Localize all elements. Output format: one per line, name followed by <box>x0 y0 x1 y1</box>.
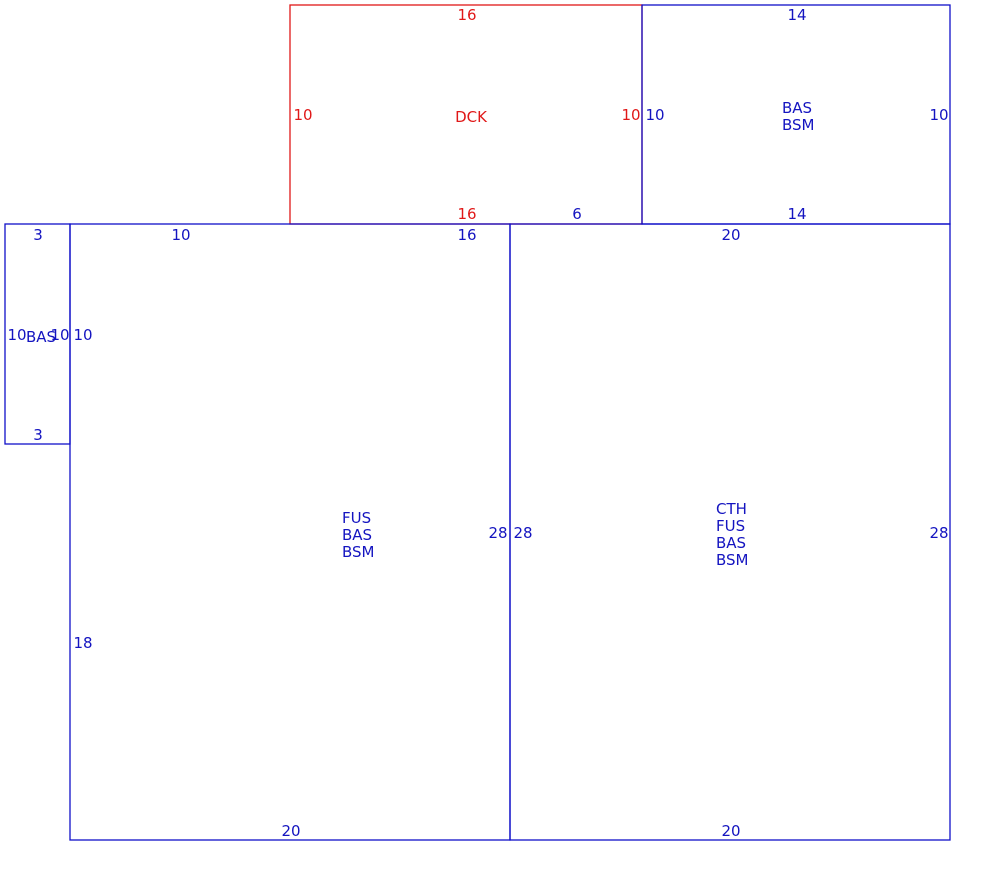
right-block-code-3: BAS <box>716 534 746 552</box>
right-block-right-dimension: 28 <box>929 524 948 542</box>
left-block-top-left-dimension: 10 <box>171 226 190 244</box>
upper-right-top-dimension: 14 <box>787 6 806 24</box>
upper-right-right-dimension: 10 <box>929 106 948 124</box>
left-block-right-dimension: 28 <box>488 524 507 542</box>
upper-right-bottom-dimension: 14 <box>787 205 806 223</box>
left-block-top-right-dimension: 16 <box>457 226 476 244</box>
right-block-code-4: BSM <box>716 551 749 569</box>
right-block-code-2: FUS <box>716 517 745 535</box>
left-block-code-3: BSM <box>342 543 375 561</box>
left-block-code-2: BAS <box>342 526 372 544</box>
small-left-bottom-dimension: 3 <box>33 426 43 444</box>
left-block-bottom-dimension: 20 <box>281 822 300 840</box>
dck-label: DCK <box>455 108 488 126</box>
dck-left-dimension: 10 <box>293 106 312 124</box>
left-block-outline <box>69 223 511 841</box>
small-left-left-dimension: 10 <box>7 326 26 344</box>
dck-right-dimension: 10 <box>621 106 640 124</box>
right-block-outline <box>509 223 951 841</box>
right-block-code-1: CTH <box>716 500 747 518</box>
upper-right-code-1: BAS <box>782 99 812 117</box>
left-block-left-upper-dimension: 10 <box>73 326 92 344</box>
left-block-left-lower-dimension: 18 <box>73 634 92 652</box>
left-block-code-1: FUS <box>342 509 371 527</box>
upper-right-left-dimension: 10 <box>645 106 664 124</box>
dck-top-dimension: 16 <box>457 6 476 24</box>
right-block-bottom-dimension: 20 <box>721 822 740 840</box>
upper-right-code-2: BSM <box>782 116 815 134</box>
small-left-right-dimension: 10 <box>50 326 69 344</box>
right-block-left-dimension: 28 <box>513 524 532 542</box>
small-left-top-dimension: 3 <box>33 226 43 244</box>
left-block-gap-dimension: 6 <box>572 205 582 223</box>
dck-bottom-dimension: 16 <box>457 205 476 223</box>
right-block-top-dimension: 20 <box>721 226 740 244</box>
small-left-label: BAS <box>26 328 56 346</box>
